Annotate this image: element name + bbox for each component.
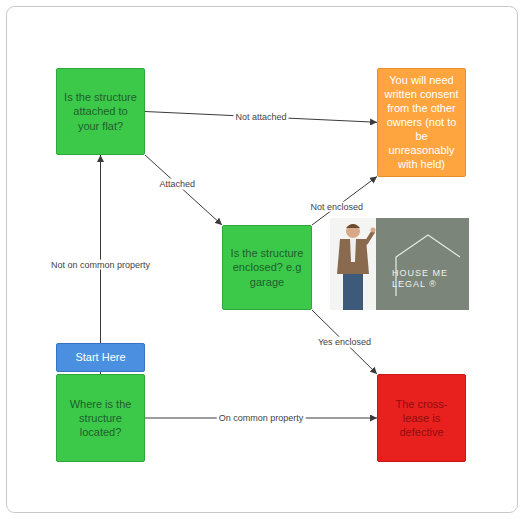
person-shirt — [350, 239, 356, 262]
node-label: Is the structure enclosed? e.g garage — [228, 246, 306, 288]
start-box: Start Here — [56, 343, 145, 372]
flow-arrow — [145, 112, 377, 123]
person-head — [346, 224, 360, 238]
edge-label: Not on common property — [49, 259, 152, 270]
person-arm — [366, 232, 373, 243]
decision-box: Where is the structure located? — [56, 374, 145, 462]
edge-label: Not enclosed — [308, 201, 365, 212]
decision-box: Is the structure enclosed? e.g garage — [222, 225, 312, 310]
flow-arrow — [145, 155, 222, 225]
outcome-box: The cross-lease is defective — [377, 374, 466, 462]
node-label: Is the structure attached to your flat? — [62, 90, 139, 132]
edge-label: Not attached — [233, 111, 288, 122]
edge-label: Attached — [158, 179, 198, 190]
node-label: Where is the structure located? — [62, 397, 139, 439]
logo-panel — [376, 218, 469, 310]
outcome-box: You will need written consent from the o… — [377, 68, 466, 177]
node-label: You will need written consent from the o… — [383, 73, 460, 172]
photo-background — [330, 218, 376, 310]
person-figure — [337, 224, 376, 310]
frame-border — [7, 7, 518, 513]
decision-box: Is the structure attached to your flat? — [56, 68, 145, 155]
edge-label: On common property — [217, 413, 306, 424]
node-label: The cross-lease is defective — [383, 397, 460, 439]
person-hair — [346, 224, 360, 228]
logo-text: HOUSE ME LEGAL ® — [392, 268, 452, 291]
flow-arrow — [312, 310, 377, 374]
person-hand — [371, 228, 376, 233]
person-jacket — [337, 239, 369, 274]
edge-label: Yes enclosed — [316, 337, 373, 348]
node-label: Start Here — [75, 350, 125, 364]
